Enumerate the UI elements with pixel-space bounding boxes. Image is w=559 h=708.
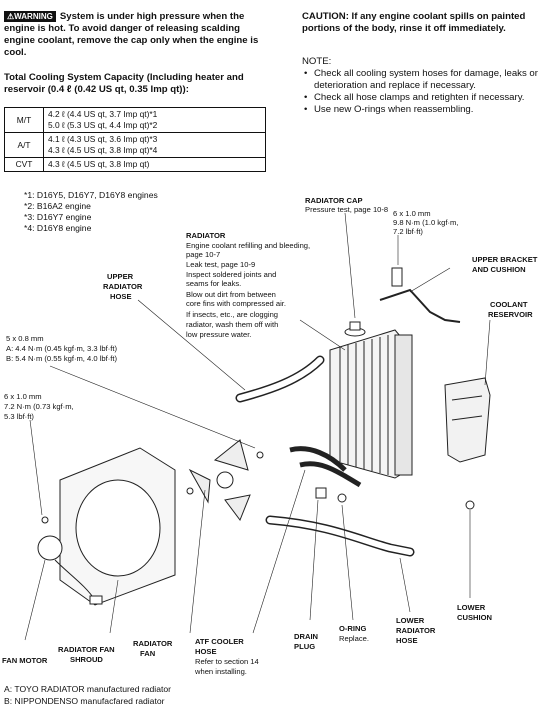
- lower-cushion-label: LOWER: [457, 603, 486, 612]
- table-cell: 4.3 ℓ (4.5 US qt, 3.8 Imp qt): [43, 157, 266, 172]
- footnote: *4: D16Y8 engine: [24, 223, 92, 233]
- fan-shroud-label: RADIATOR FAN: [58, 645, 115, 654]
- radiator-note-line: low pressure water.: [186, 330, 252, 339]
- atf-hose-label: ATF COOLER: [195, 637, 244, 646]
- table-cell: M/T: [4, 107, 44, 133]
- radiator-note-line: Blow out dirt from between: [186, 290, 276, 299]
- radiator-note-line: Leak test, page 10-9: [186, 260, 256, 269]
- lower-hose-label: LOWER: [396, 616, 425, 625]
- table-cell: CVT: [4, 157, 44, 172]
- capacity-table: M/T 4.2 ℓ (4.4 US qt, 3.7 Imp qt)*1 5.0 …: [4, 107, 266, 172]
- lower-cushion-label: CUSHION: [457, 613, 493, 622]
- fan-drawing: [188, 439, 251, 522]
- bolt5-label: 5 x 0.8 mm: [6, 334, 44, 343]
- footnote: *3: D16Y7 engine: [24, 212, 92, 222]
- warning-badge: ⚠WARNING: [4, 11, 56, 22]
- capacity-title: Total Cooling System Capacity (Including…: [4, 72, 244, 95]
- radiator-label: RADIATOR: [186, 231, 226, 240]
- radiator-note-line: core fins with compressed air.: [186, 299, 287, 308]
- upper-hose-label: UPPER: [107, 272, 134, 281]
- radiator-note-line: Engine coolant refilling and bleeding,: [186, 241, 311, 250]
- o-ring-sub: Replace.: [339, 634, 369, 643]
- radiator-note-line: Inspect soldered joints and: [186, 270, 277, 279]
- capacity-value: 4.3 ℓ (4.5 US qt, 3.8 Imp qt): [48, 159, 150, 169]
- bolt-top-torque: 9.8 N·m (1.0 kgf·m,: [393, 218, 459, 227]
- drain-plug-label: DRAIN: [294, 632, 319, 641]
- footer-note-b: B: NIPPONDENSO manufacfared radiator: [4, 696, 165, 706]
- caution-text: CAUTION: If any engine coolant spills on…: [302, 11, 526, 34]
- capacity-value: 4.3 ℓ (4.5 US qt, 3.8 Imp qt)*4: [48, 145, 158, 155]
- fan-motor-drawing: [37, 535, 103, 605]
- upper-bracket-drawing: [379, 288, 461, 323]
- atf-hose-drawing: [289, 446, 347, 472]
- bolt6-left-label: 6 x 1.0 mm: [4, 392, 42, 401]
- note-item: Check all cooling system hoses for damag…: [302, 68, 552, 92]
- table-row: A/T 4.1 ℓ (4.3 US qt, 3.6 Imp qt)*3 4.3 …: [4, 132, 266, 158]
- radiator-fan-label: RADIATOR: [133, 639, 173, 648]
- footnote: *2: B16A2 engine: [24, 201, 91, 211]
- radiator-note-line: radiator, wash them off with: [186, 320, 279, 329]
- note-item: Use new O-rings when reassembling.: [302, 104, 552, 116]
- bolt5-torque-b: B: 5.4 N·m (0.55 kgf·m, 4.0 lbf·ft): [6, 354, 117, 363]
- upper-bracket-label-2: AND CUSHION: [472, 265, 526, 274]
- bolt6-left-torque: 7.2 N·m (0.73 kgf·m,: [4, 402, 74, 411]
- radiator-cap-label: RADIATOR CAP: [305, 196, 363, 205]
- lower-hose-label: RADIATOR: [396, 626, 436, 635]
- capacity-value: 5.0 ℓ (5.3 US qt, 4.4 Imp qt)*2: [48, 120, 158, 130]
- o-ring-label: O-RING: [339, 624, 367, 633]
- upper-hose-label: RADIATOR: [103, 282, 143, 291]
- footer-note-a: A: TOYO RADIATOR manufactured radiator: [4, 684, 172, 694]
- note-item: Check all hose clamps and retighten if n…: [302, 92, 552, 104]
- radiator-note-line: seams for leaks.: [186, 279, 242, 288]
- radiator-fan-label: FAN: [140, 649, 156, 658]
- bolt-top-torque2: 7.2 lbf·ft): [393, 227, 423, 236]
- footnote: *1: D16Y5, D16Y7, D16Y8 engines: [24, 190, 158, 200]
- note-list: Check all cooling system hoses for damag…: [302, 68, 552, 116]
- capacity-value: 4.1 ℓ (4.3 US qt, 3.6 Imp qt)*3: [48, 134, 158, 144]
- leader-lines: [24, 212, 491, 641]
- atf-hose-label: HOSE: [195, 647, 217, 656]
- atf-hose-sub: Refer to section 14: [195, 657, 259, 666]
- bolt6-left-torque2: 5.3 lbf·ft): [4, 412, 34, 421]
- radiator-cap-drawing: [344, 321, 366, 337]
- table-cell: 4.2 ℓ (4.4 US qt, 3.7 Imp qt)*1 5.0 ℓ (5…: [43, 107, 266, 133]
- engine-footnotes: *1: D16Y5, D16Y7, D16Y8 engines *2: B16A…: [24, 190, 158, 234]
- note-title: NOTE:: [302, 56, 332, 67]
- fan-motor-label: FAN MOTOR: [2, 656, 48, 665]
- table-row: CVT 4.3 ℓ (4.5 US qt, 3.8 Imp qt): [4, 157, 266, 172]
- table-row: M/T 4.2 ℓ (4.4 US qt, 3.7 Imp qt)*1 5.0 …: [4, 107, 266, 133]
- lower-hose-label: HOSE: [396, 636, 418, 645]
- coolant-reservoir-drawing: [444, 377, 491, 463]
- radiator-note-line: If insects, etc., are clogging: [186, 310, 279, 319]
- warning-text: System is under high pressure when the e…: [4, 11, 259, 58]
- capacity-value: 4.2 ℓ (4.4 US qt, 3.7 Imp qt)*1: [48, 109, 158, 119]
- upper-hose-label: HOSE: [110, 292, 132, 301]
- radiator-note-line: page 10-7: [186, 250, 221, 259]
- coolant-reservoir-label: COOLANT: [490, 300, 528, 309]
- bolt-top-label: 6 x 1.0 mm: [393, 209, 431, 218]
- drain-plug-label: PLUG: [294, 642, 316, 651]
- bolt5-torque-a: A: 4.4 N·m (0.45 kgf·m, 3.3 lbf·ft): [6, 344, 117, 353]
- radiator-cap-sub: Pressure test, page 10-8: [305, 205, 389, 214]
- table-cell: 4.1 ℓ (4.3 US qt, 3.6 Imp qt)*3 4.3 ℓ (4…: [43, 132, 266, 158]
- upper-bracket-label: UPPER BRACKET: [472, 255, 538, 264]
- radiator-drawing: [329, 329, 413, 479]
- coolant-reservoir-label-2: RESERVOIR: [488, 310, 533, 319]
- fan-shroud-label: SHROUD: [70, 655, 103, 664]
- atf-hose-sub: when installing.: [195, 667, 247, 676]
